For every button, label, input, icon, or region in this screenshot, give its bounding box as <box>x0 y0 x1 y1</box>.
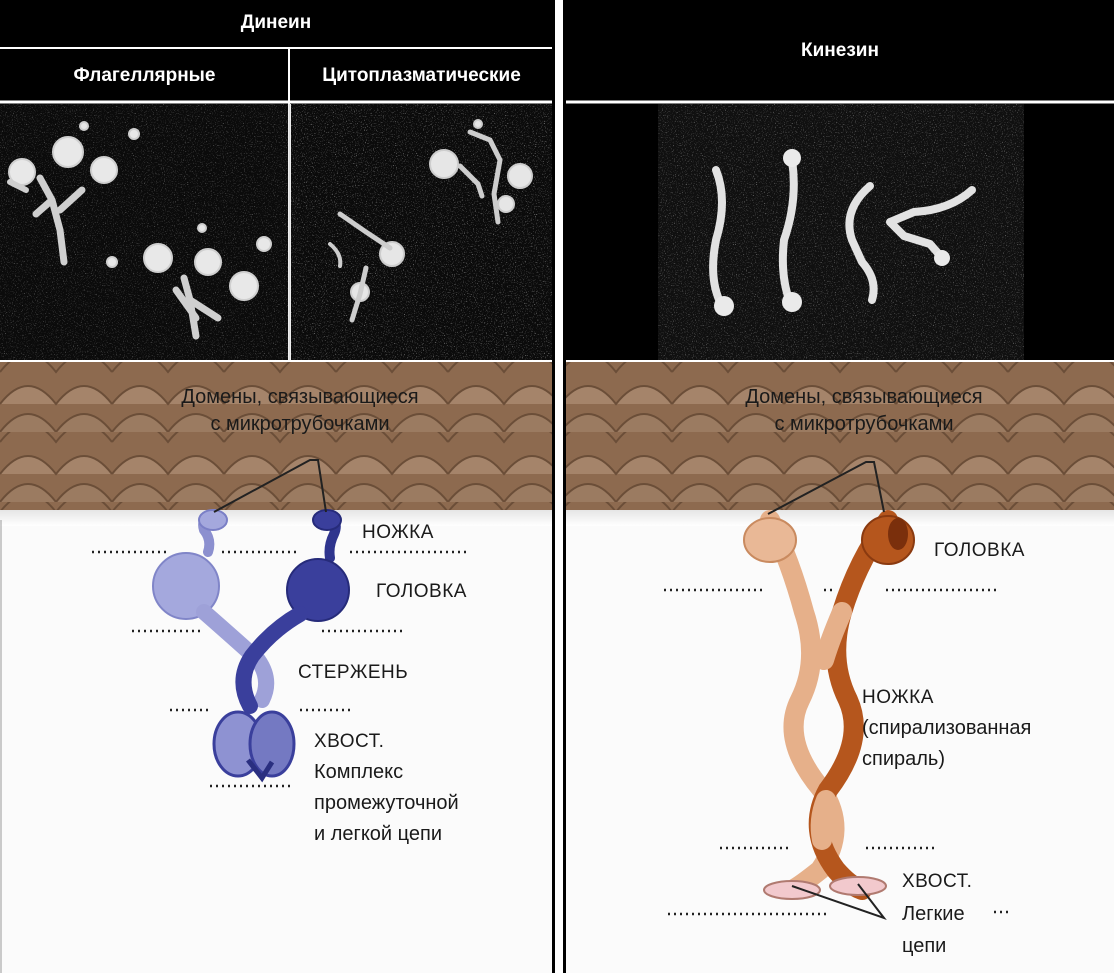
dynein-stalk-label: НОЖКА <box>362 522 434 543</box>
kinesin-header-band <box>566 0 1114 104</box>
dynein-header-band <box>0 0 552 104</box>
kinesin-head-label: ГОЛОВКА <box>934 540 1025 561</box>
cytoplasmic-subheader: Цитоплазматические <box>322 65 521 86</box>
kinesin-stalk-line3: спираль) <box>862 748 945 770</box>
kinesin-binding-domains-label: Домены, связывающиеся с микротрубочками <box>684 384 1044 438</box>
dynein-header: Динеин <box>240 12 312 33</box>
dynein-tail-line3: промежуточной <box>314 792 459 814</box>
flagellar-dynein-molecules <box>7 121 272 340</box>
kinesin-molecule <box>743 510 915 900</box>
dynein-binding-pointer <box>213 459 327 513</box>
cytoplasmic-dynein-molecules <box>328 119 533 323</box>
flagellar-subheader: Флагеллярные <box>73 65 216 86</box>
kinesin-tail-label: ХВОСТ. Легкие цепи <box>902 866 972 962</box>
kinesin-molecules <box>709 156 976 310</box>
kinesin-tail-line3: цепи <box>902 935 947 957</box>
kinesin-tail-line2: Легкие <box>902 903 965 925</box>
kinesin-binding-pointer <box>767 461 885 515</box>
kinesin-light-chain-pointer <box>791 883 887 921</box>
boundary-dotted-lines <box>92 550 1010 916</box>
dynein-binding-domains-line2: с микротрубочками <box>210 413 390 435</box>
kinesin-head-blobs <box>714 149 950 316</box>
dynein-tail-line2: Комплекс <box>314 761 404 783</box>
column-divider <box>552 0 566 973</box>
dynein-binding-domains-line1: Домены, связывающиеся <box>181 386 419 408</box>
kinesin-stalk-label: НОЖКА (спирализованная спираль) <box>862 682 1031 775</box>
kinesin-stalk-line1: НОЖКА <box>862 687 934 708</box>
kinesin-tail-line1: ХВОСТ. <box>902 871 973 892</box>
dynein-tail-line1: ХВОСТ. <box>314 731 385 752</box>
dynein-tail-line4: и легкой цепи <box>314 823 442 845</box>
dynein-rod-label: СТЕРЖЕНЬ <box>298 662 409 683</box>
dynein-tail-label: ХВОСТ. Комплекс промежуточной и легкой ц… <box>314 726 459 850</box>
dynein-head-label: ГОЛОВКА <box>376 581 467 602</box>
kinesin-header: Кинезин <box>801 40 879 61</box>
kinesin-binding-domains-line2: с микротрубочками <box>774 413 954 435</box>
kinesin-stalk-line2: (спирализованная <box>862 717 1032 739</box>
dynein-microtubule-surface <box>0 362 552 510</box>
kinesin-binding-domains-line1: Домены, связывающиеся <box>745 386 983 408</box>
kinesin-microtubule-surface <box>566 362 1114 510</box>
dynein-molecule <box>152 509 350 783</box>
dynein-binding-domains-label: Домены, связывающиеся с микротрубочками <box>120 384 480 438</box>
